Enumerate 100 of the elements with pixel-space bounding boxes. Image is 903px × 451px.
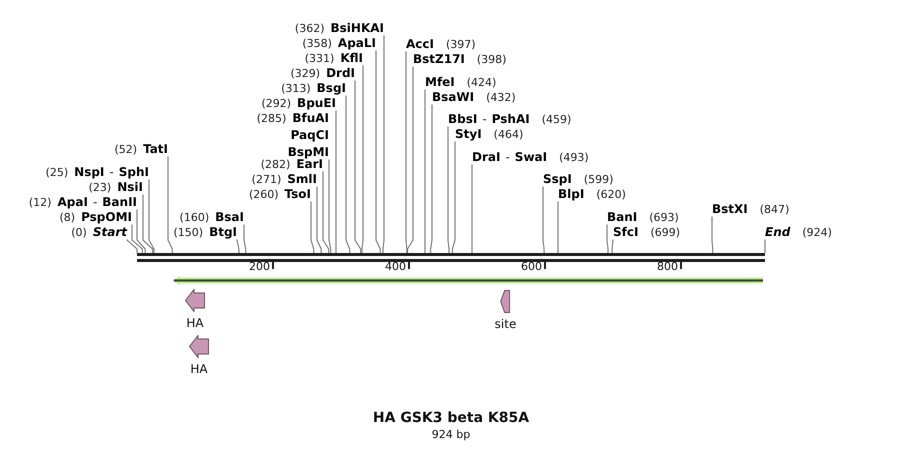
site-position: (260) <box>248 188 279 200</box>
site-position: (23) <box>88 180 112 194</box>
site-position: (313) <box>281 82 311 94</box>
enzyme-name: ApaI <box>57 194 88 208</box>
enzyme-name: DraI <box>472 150 500 164</box>
enzyme-name: BstZ17I <box>413 52 465 66</box>
enzyme-name: BfuAI <box>292 110 329 124</box>
leader-line <box>310 201 314 254</box>
sequence-end-label: Start <box>92 224 127 238</box>
enzyme-name: BtgI <box>209 224 237 238</box>
leader-line <box>322 171 330 254</box>
enzyme-name: ApaLI <box>338 36 376 50</box>
leader-line <box>448 126 450 254</box>
enzyme-name: SfcI <box>613 224 638 238</box>
enzyme-name: SspI <box>543 172 572 186</box>
enzyme-name: BbsI <box>448 112 478 126</box>
site-position: (362) <box>294 22 324 34</box>
site-position: (160) <box>180 210 210 224</box>
enzyme-name: TsoI <box>284 186 311 200</box>
name-separator: - <box>482 112 487 126</box>
enzyme-name: PaqCI <box>290 128 329 142</box>
site-position: (699) <box>650 226 680 238</box>
site-position: (25) <box>46 166 68 178</box>
feature-label: HA <box>190 362 208 376</box>
site-position: (424) <box>466 76 496 88</box>
enzyme-name: MfeI <box>425 74 455 88</box>
enzyme-name: BlpI <box>558 186 584 200</box>
site-position: (459) <box>542 112 572 126</box>
enzyme-name: TatI <box>143 142 168 156</box>
site-position: (464) <box>494 128 524 140</box>
leader-line <box>244 224 246 254</box>
enzyme-name: DrdI <box>326 66 355 80</box>
site-position: (12) <box>28 196 52 208</box>
leader-line <box>606 224 608 254</box>
site-position: (331) <box>304 52 334 64</box>
site-position: (150) <box>173 226 204 238</box>
site-position: (358) <box>302 36 332 50</box>
enzyme-name: BstXI <box>712 202 748 216</box>
site-position: (285) <box>256 112 286 124</box>
leader-line <box>316 186 322 254</box>
leader-line <box>362 65 364 254</box>
leader-line <box>452 141 456 254</box>
site-position: (847) <box>760 202 790 216</box>
leader-line <box>712 216 714 254</box>
site-position: (599) <box>584 172 614 186</box>
enzyme-name: BsaI <box>215 210 244 224</box>
site-position: (432) <box>486 90 516 104</box>
enzyme-name: NspI <box>74 164 104 178</box>
leader-line <box>168 156 173 254</box>
leader-line <box>354 80 362 254</box>
site-position: (8) <box>59 210 76 224</box>
ruler-label: 400 <box>385 260 406 273</box>
leader-line <box>142 194 154 254</box>
leader-line <box>132 224 143 254</box>
site-position: (693) <box>649 210 679 224</box>
enzyme-name: BanII <box>102 194 137 208</box>
enzyme-name: SwaI <box>514 150 548 164</box>
leader-line <box>148 179 154 254</box>
enzyme-name: SmlI <box>287 172 317 186</box>
feature-label: HA <box>186 316 204 330</box>
sequence-length: 924 bp <box>432 428 470 441</box>
leader-line <box>424 89 426 254</box>
site-position: (282) <box>260 158 290 170</box>
enzyme-name: AccI <box>406 36 434 50</box>
map-title: HA GSK3 beta K85A <box>372 410 530 427</box>
site-position: (52) <box>114 142 138 156</box>
ruler-label: 200 <box>249 260 270 273</box>
enzyme-name: BsiHKAI <box>330 20 384 34</box>
leader-line <box>236 239 240 254</box>
leader-line <box>346 95 350 254</box>
leader-line <box>126 239 138 254</box>
leader-line <box>612 239 614 254</box>
enzyme-name: PspOMI <box>81 210 132 224</box>
site-position: (493) <box>559 150 589 164</box>
enzyme-name: BsaWI <box>432 90 474 104</box>
sequence-end-label: End <box>765 224 790 238</box>
site-position: (329) <box>290 66 320 80</box>
dna-backbone <box>137 253 765 262</box>
leader-line <box>382 35 384 254</box>
ruler-label: 600 <box>521 260 542 273</box>
site-position: (0) <box>71 226 87 238</box>
leader-line <box>764 239 766 254</box>
leader-line <box>542 186 545 254</box>
enzyme-name: BanI <box>607 210 638 224</box>
enzyme-name: BspMI <box>288 144 329 158</box>
site-position: (924) <box>802 226 832 238</box>
name-separator: - <box>92 194 98 208</box>
enzyme-name: BsgI <box>316 80 346 94</box>
ruler-label: 800 <box>657 260 678 273</box>
leader-line <box>430 104 432 254</box>
leader-line <box>328 159 332 254</box>
enzyme-name: NsiI <box>117 180 143 194</box>
site-position: (271) <box>252 172 282 186</box>
enzyme-name: SphI <box>118 164 149 178</box>
leader-line <box>407 66 414 254</box>
site-position: (620) <box>596 188 626 200</box>
site-position: (397) <box>446 38 476 50</box>
leader-line <box>136 209 146 254</box>
site-position: (398) <box>476 52 506 66</box>
name-separator: - <box>109 164 114 178</box>
